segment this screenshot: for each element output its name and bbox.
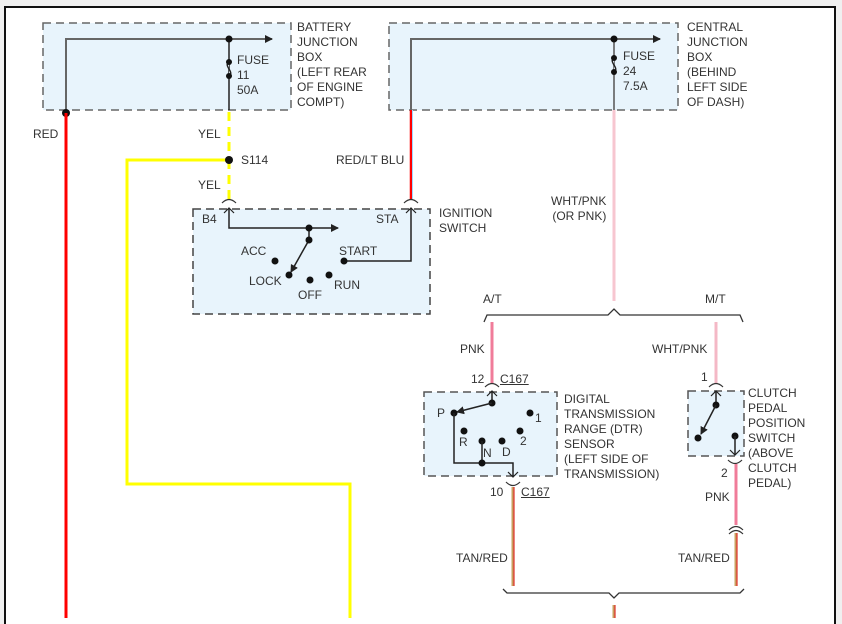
dtr-pos-r-label: R — [459, 435, 468, 449]
pos-start-label: START — [339, 244, 378, 258]
connector-clutch-pin2 — [727, 459, 743, 465]
connector-sta — [403, 198, 419, 204]
connector-c167-top — [484, 382, 500, 388]
connector-clutch-pin1 — [708, 382, 724, 388]
wire-label-red-lt-blu: RED/LT BLU — [336, 153, 405, 167]
dtr-blade — [456, 402, 493, 415]
pos-run-dot — [325, 271, 333, 279]
central-junction-box — [388, 22, 679, 111]
clutch-pin-1: 1 — [701, 370, 708, 384]
connector-c167-bottom-label: C167 — [521, 485, 550, 499]
central-junction-box-label: CENTRAL JUNCTION BOX (BEHIND LEFT SIDE O… — [687, 20, 748, 109]
branch-brace-bottom — [502, 588, 745, 599]
pos-acc-label: ACC — [241, 244, 267, 258]
fuse-24-label: FUSE 24 7.5A — [623, 49, 656, 93]
fuse-11-label: FUSE 11 50A — [237, 53, 270, 97]
dtr-pos-n-label: N — [483, 446, 492, 460]
branch-mt-label: M/T — [705, 292, 726, 306]
connector-c167-bottom — [505, 481, 521, 487]
dtr-pos-d-dot — [498, 437, 506, 445]
dtr-pos-p-label: P — [437, 406, 446, 420]
wire-label-pnk-clutch: PNK — [705, 490, 730, 504]
pin-sta-label: STA — [376, 212, 399, 226]
dtr-pos-r-dot — [460, 427, 468, 435]
wire-label-yel-bottom: YEL — [198, 178, 221, 192]
battery-junction-box — [42, 22, 292, 111]
dtr-pos-2-dot — [516, 427, 524, 435]
wire-label-yel-top: YEL — [198, 127, 221, 141]
branch-at-label: A/T — [483, 292, 502, 306]
dtr-sensor-label: DIGITAL TRANSMISSION RANGE (DTR) SENSOR … — [564, 392, 660, 481]
pos-run-label: RUN — [334, 278, 360, 292]
splice-s114-dot — [225, 156, 233, 164]
pos-start-dot — [340, 257, 348, 265]
wire-label-tan-red-right: TAN/RED — [678, 551, 730, 565]
splice-s114-label: S114 — [241, 153, 269, 167]
connector-c167-top-label: C167 — [500, 372, 529, 386]
inline-connector — [728, 525, 744, 531]
dtr-pos-1-label: 1 — [535, 411, 542, 425]
pos-off-label: OFF — [298, 288, 322, 302]
wire-yel-branch[interactable] — [125, 158, 352, 618]
pos-acc-dot — [271, 257, 279, 265]
dtr-pos-2-label: 2 — [520, 434, 527, 448]
dtr-pin-10: 10 — [490, 485, 504, 499]
branch-brace-top — [483, 308, 744, 323]
central-bus — [410, 35, 661, 110]
pos-off-dot — [306, 276, 314, 284]
pos-lock-dot — [285, 271, 293, 279]
wire-label-pnk-at: PNK — [460, 342, 485, 356]
ignition-switch-label: IGNITION SWITCH — [439, 206, 493, 235]
battery-bus — [65, 35, 273, 110]
clutch-blade — [700, 404, 717, 435]
battery-junction-box-label: BATTERY JUNCTION BOX (LEFT REAR OF ENGIN… — [297, 20, 367, 109]
dtr-pin-12: 12 — [471, 372, 485, 386]
wire-label-red: RED — [33, 127, 59, 141]
clutch-switch-label: CLUTCH PEDAL POSITION SWITCH (ABOVE CLUT… — [748, 386, 806, 490]
dtr-pos-1-dot — [526, 409, 534, 417]
ignition-switch-blade — [290, 239, 310, 273]
pos-lock-label: LOCK — [249, 274, 282, 288]
wire-label-wht-pnk-main: WHT/PNK (OR PNK) — [551, 194, 607, 223]
dtr-pos-d-label: D — [502, 445, 511, 459]
pin-b4-label: B4 — [202, 212, 217, 226]
wire-label-wht-pnk-mt: WHT/PNK — [652, 342, 708, 356]
clutch-pin-2: 2 — [721, 466, 728, 480]
wire-label-tan-red-left: TAN/RED — [456, 551, 508, 565]
connector-b4 — [221, 198, 237, 204]
